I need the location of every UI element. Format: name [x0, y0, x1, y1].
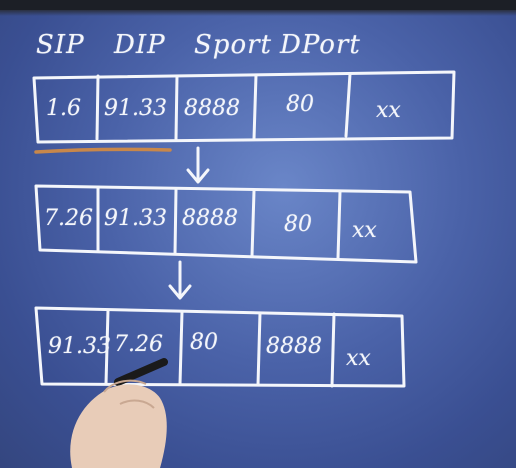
highlight-underline — [34, 147, 172, 154]
top-frame-bar — [0, 0, 516, 10]
row-3-divider-3 — [256, 311, 262, 387]
hand-with-marker — [70, 358, 168, 468]
row-3-divider-1 — [104, 308, 110, 386]
row-2-divider-3 — [250, 189, 256, 258]
top-frame-shadow — [0, 10, 516, 16]
row-2-divider-2 — [173, 188, 178, 256]
packet-box-row-2 — [34, 184, 418, 264]
row-2-dip: 91.33 — [104, 206, 167, 231]
row-3-payload: xx — [346, 346, 371, 371]
row-3-dip: 7.26 — [114, 332, 163, 357]
arrow-2-head — [168, 284, 192, 300]
hand-skin — [70, 384, 167, 468]
row-2-divider-4 — [336, 190, 342, 260]
arrow-1-head — [186, 168, 210, 184]
header-dport: DPort — [280, 30, 361, 60]
row-1-divider-1 — [95, 74, 100, 141]
row-1-sip: 1.6 — [46, 96, 81, 121]
packet-box-row-1 — [32, 70, 456, 144]
row-1-dip: 91.33 — [104, 96, 167, 121]
row-3-sip: 91.33 — [48, 334, 111, 359]
row-3-divider-4 — [330, 312, 336, 388]
header-dip: DIP — [114, 30, 166, 60]
row-2-dport: 80 — [284, 212, 312, 237]
row-1-divider-4 — [344, 72, 352, 138]
marker-pen — [114, 358, 168, 386]
row-2-sport: 8888 — [182, 206, 238, 231]
row-2-payload: xx — [352, 218, 377, 243]
row-1-dport: 80 — [286, 92, 314, 117]
row-3-sport: 80 — [190, 330, 218, 355]
header-sport: Sport — [194, 30, 272, 60]
row-1-payload: xx — [376, 98, 401, 123]
row-1-sport: 8888 — [184, 96, 240, 121]
header-sip: SIP — [36, 30, 85, 60]
row-3-divider-2 — [178, 310, 184, 386]
packet-box-row-3 — [34, 306, 406, 388]
row-1-divider-3 — [252, 73, 258, 141]
row-2-sip: 7.26 — [44, 206, 93, 231]
row-1-divider-2 — [174, 74, 179, 141]
row-3-dport: 8888 — [266, 334, 322, 359]
